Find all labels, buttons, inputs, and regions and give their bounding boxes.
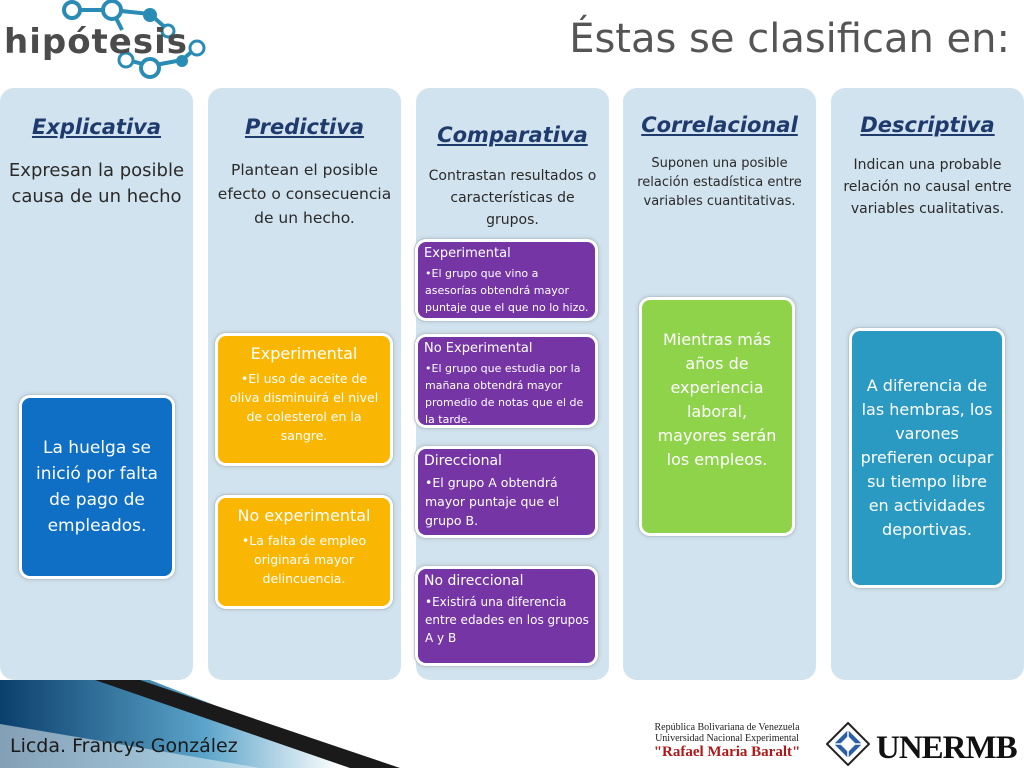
logo-text: hipótesis <box>4 22 188 62</box>
experimental-box: Experimental •El grupo que vino a asesor… <box>418 242 595 318</box>
no-experimental-box: No Experimental •El grupo que estudia po… <box>418 337 595 425</box>
column-predictiva: Predictiva Plantean el posible efecto o … <box>208 88 401 680</box>
direccional-box: Direccional •El grupo A obtendrá mayor p… <box>418 449 595 535</box>
column-description: Suponen una posible relación estadística… <box>637 156 802 209</box>
example-box: Mientras más años de experiencia laboral… <box>642 300 792 533</box>
box-heading: No experimental <box>237 506 371 525</box>
institution-line-3: "Rafael Maria Baralt" <box>653 744 801 760</box>
box-body: •El grupo que estudia por la mañana obte… <box>425 362 584 425</box>
box-body: •El grupo que vino a asesorías obtendrá … <box>425 267 589 314</box>
box-body: •Existirá una diferencia entre edades en… <box>425 595 589 645</box>
institution-text: República Bolivariana de Venezuela Unive… <box>632 722 822 760</box>
column-correlacional: Correlacional Suponen una posible relaci… <box>623 88 816 680</box>
column-title: Explicativa <box>31 115 162 139</box>
unermb-logo: UNERMB <box>876 730 1018 766</box>
column-title: Predictiva <box>244 115 365 139</box>
experimental-box: Experimental •El uso de aceite de oliva … <box>218 336 390 463</box>
column-title: Descriptiva <box>860 113 995 137</box>
column-description: Plantean el posible efecto o consecuenci… <box>217 161 392 227</box>
column-description: Contrastan resultados o características … <box>428 168 597 228</box>
box-heading: Experimental <box>250 344 358 363</box>
footer-decoration <box>0 680 400 768</box>
example-box: A diferencia de las hembras, los varones… <box>852 331 1002 585</box>
no-experimental-box: No experimental •La falta de empleo orig… <box>218 498 390 606</box>
box-body: •El uso de aceite de oliva disminuirá el… <box>229 371 379 443</box>
box-heading: Experimental <box>424 246 511 261</box>
column-description: Indican una probable relación no causal … <box>843 157 1012 217</box>
box-body: •La falta de empleo originará mayor deli… <box>241 533 367 586</box>
box-body: •El grupo A obtendrá mayor puntaje que e… <box>425 475 560 528</box>
institution-line-1: República Bolivariana de Venezuela <box>654 722 800 733</box>
hipotesis-logo: hipótesis <box>0 0 215 82</box>
box-heading: Direccional <box>424 453 502 469</box>
example-box: La huelga se inició por falta de pago de… <box>22 398 172 576</box>
column-title: Correlacional <box>641 113 798 137</box>
slide-title: Éstas se clasifican en: <box>569 16 1010 62</box>
box-heading: No direccional <box>424 573 524 589</box>
column-comparativa: Comparativa Contrastan resultados o cara… <box>416 88 609 680</box>
column-description: Expresan la posible causa de un hecho <box>8 160 185 207</box>
author-signature: Licda. Francys González <box>10 735 238 757</box>
molecule-icon <box>62 0 206 79</box>
column-descriptiva: Descriptiva Indican una probable relació… <box>831 88 1024 680</box>
unermb-emblem-icon <box>826 722 870 766</box>
box-heading: No Experimental <box>424 341 533 356</box>
column-title: Comparativa <box>437 123 588 147</box>
institution-line-2: Universidad Nacional Experimental <box>655 733 799 744</box>
column-explicativa: Explicativa Expresan la posible causa de… <box>0 88 193 680</box>
no-direccional-box: No direccional •Existirá una diferencia … <box>418 569 595 663</box>
